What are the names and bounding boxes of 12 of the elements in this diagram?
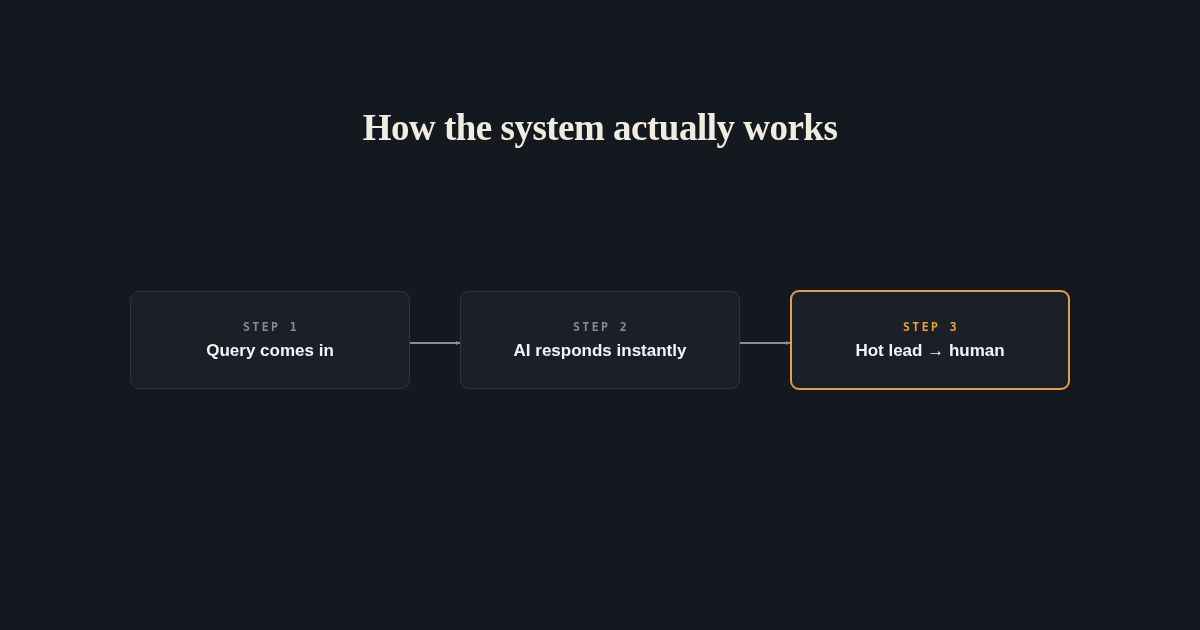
step-label: STEP 2 xyxy=(573,319,629,334)
step-text: Query comes in xyxy=(206,340,334,361)
arrow xyxy=(739,341,791,345)
step-card xyxy=(130,291,410,389)
highlighted-step-card xyxy=(790,290,1070,390)
step-label: STEP 1 xyxy=(243,319,299,334)
step-text: AI responds instantly xyxy=(513,340,687,361)
step-text: Hot lead → human xyxy=(855,340,1005,361)
diagram-title: How the system actually works xyxy=(362,106,838,149)
step-label: STEP 3 xyxy=(903,319,959,334)
step-card xyxy=(460,291,740,389)
arrow xyxy=(409,341,461,345)
